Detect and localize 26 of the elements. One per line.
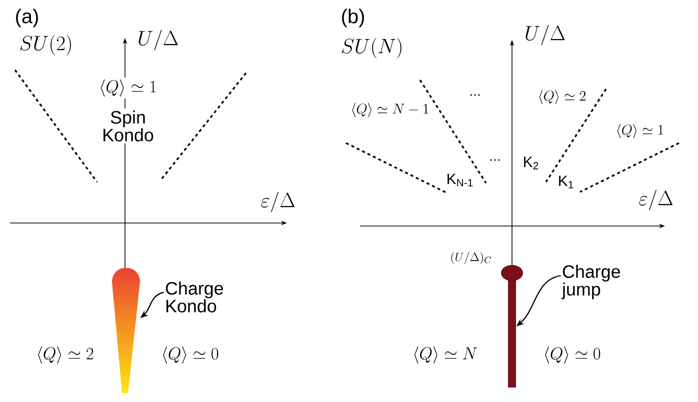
region-label: $\langle Q\rangle \simeq 1$ (617, 124, 664, 138)
region-label: $\langle Q\rangle \simeq 0$ (545, 346, 600, 364)
panel-label: (a) (16, 8, 38, 28)
panel-label: (b) (342, 8, 364, 28)
charge-jump-line (501, 265, 523, 388)
annotation-text: Charge jump (562, 264, 620, 300)
region-label: $\langle Q\rangle \simeq N$ (414, 346, 477, 364)
group-label: $SU(N)$ (342, 38, 402, 58)
charge-kondo-region (112, 268, 140, 393)
axis-label: $\varepsilon/\Delta$ (261, 192, 295, 212)
axis-label: $U/\Delta$ (526, 24, 565, 46)
critical-point-label: $(U/\Delta)_C$ (451, 252, 492, 264)
region-label: Spin Kondo (96, 108, 160, 144)
axis-label: $U/\Delta$ (138, 30, 178, 50)
region-label: $\langle Q\rangle \simeq N-1$ (352, 102, 428, 118)
region-label: $\langle Q\rangle \simeq 2$ (539, 90, 586, 104)
region-label: $\langle Q\rangle \simeq 1$ (96, 77, 160, 99)
kondo-label: K$_{2}$ (524, 156, 538, 170)
ellipsis: ... (470, 94, 480, 96)
kondo-label: K$_{N-1}$ (448, 174, 473, 186)
kondo-label: K$_{1}$ (559, 176, 574, 188)
group-label: $SU(2)$ (20, 34, 71, 56)
annotation-text: Charge Kondo (166, 282, 223, 312)
region-label: $\langle Q\rangle \simeq 0$ (163, 346, 218, 364)
ellipsis: ... (490, 159, 500, 161)
axis-label: $\varepsilon/\Delta$ (639, 190, 673, 210)
